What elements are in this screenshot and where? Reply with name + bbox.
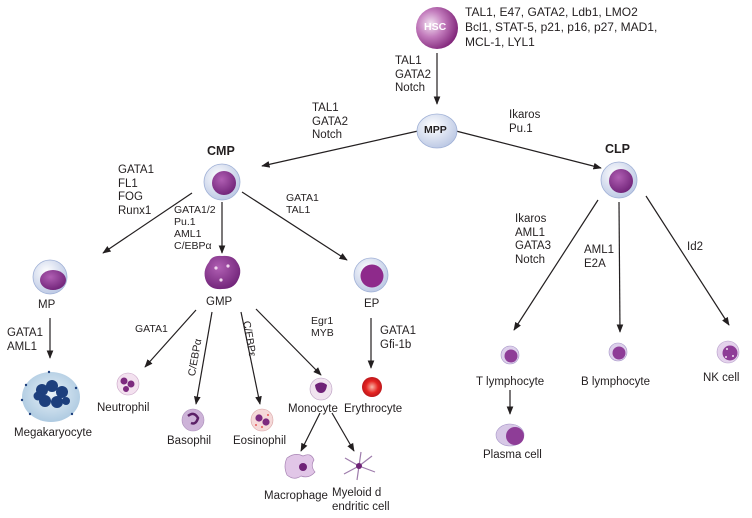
erythrocyte-label: Erythrocyte (344, 403, 403, 415)
clp-nk-factors: Id2 (687, 241, 703, 253)
monocyte-label: Monocyte (288, 403, 338, 415)
cmp-cell (203, 163, 241, 201)
arrow-mono-macro (300, 412, 321, 452)
nk-cell (716, 340, 740, 364)
arrow-mono-dendritic (331, 412, 355, 452)
b-lymphocyte-cell (608, 342, 628, 362)
cmp-ep-factors: GATA1 TAL1 (286, 192, 319, 216)
dendritic-cell (343, 451, 376, 481)
eosinophil-cell (250, 408, 274, 432)
cmp-mp-factors: GATA1 FL1 FOG Runx1 (118, 164, 154, 217)
gmp-label: GMP (206, 296, 233, 308)
clp-b-factors: AML1 E2A (584, 244, 615, 270)
macrophage-cell (284, 454, 316, 479)
hsc-label: HSC (424, 21, 447, 33)
macrophage-label: Macrophage (264, 490, 328, 502)
plasma-cell-label: Plasma cell (483, 449, 542, 461)
neutrophil-label: Neutrophil (97, 402, 150, 414)
mpp-label: MPP (424, 124, 447, 136)
ep-label: EP (364, 298, 380, 310)
t-lymphocyte-cell (500, 345, 520, 365)
plasma-cell (495, 423, 525, 447)
ep-ery-factors: GATA1 Gfi-1b (380, 325, 416, 351)
megakaryocyte-label: Megakaryocyte (14, 427, 92, 439)
mpp-cell (416, 113, 458, 149)
basophil-cell (181, 408, 205, 432)
eosinophil-label: Eosinophil (233, 435, 287, 447)
dendritic-label: Myeloid d endritic cell (332, 487, 390, 513)
cmp-label: CMP (207, 144, 235, 158)
clp-cell (600, 161, 638, 199)
arrow-gmp-mono (255, 308, 322, 376)
arrow-clp-nk (645, 195, 730, 326)
gmp-cell (204, 255, 241, 290)
gmp-mono-factors: Egr1 MYB (311, 315, 334, 339)
arrow-clp-b (616, 201, 624, 333)
arrow-mpp-clp (455, 130, 602, 170)
clp-label: CLP (605, 142, 630, 156)
arrow-cmp-ep (241, 191, 348, 261)
ep-cell (353, 257, 389, 293)
t-lymphocyte-label: T lymphocyte (476, 376, 545, 388)
b-lymphocyte-label: B lymphocyte (581, 376, 651, 388)
hsc-cell (416, 7, 458, 49)
cmp-gmp-factors: GATA1/2 Pu.1 AML1 C/EBPα (174, 204, 216, 252)
arrow-gmp-eos (240, 311, 262, 405)
mpp-cmp-factors: TAL1 GATA2 Notch (312, 102, 348, 141)
arrow-mpp-cmp (261, 130, 419, 168)
mp-mega-factors: GATA1 AML1 (7, 327, 43, 353)
mpp-clp-factors: Ikaros Pu.1 (509, 109, 541, 135)
megakaryocyte-cell (20, 370, 80, 422)
neutrophil-cell (116, 372, 140, 396)
arrow-clp-t (513, 199, 599, 331)
arrow-gmp-neutro (144, 309, 197, 368)
basophil-label: Basophil (167, 435, 212, 447)
arrows (46, 53, 730, 452)
nk-cell-label: NK cell (703, 372, 740, 384)
arrow-cmp-mp (102, 192, 193, 254)
monocyte-cell (309, 377, 333, 401)
erythrocyte-cell (362, 377, 382, 397)
hsc-factors: TAL1, E47, GATA2, Ldb1, LMO2 Bcl1, STAT-… (465, 5, 658, 49)
gmp-neutro-factors: GATA1 (135, 323, 168, 335)
arrow-gmp-baso (193, 311, 213, 405)
clp-t-factors: Ikaros AML1 GATA3 Notch (515, 213, 551, 266)
mp-cell (32, 259, 68, 295)
mp-label: MP (38, 299, 56, 311)
hsc-mpp-factors: TAL1 GATA2 Notch (395, 55, 431, 94)
